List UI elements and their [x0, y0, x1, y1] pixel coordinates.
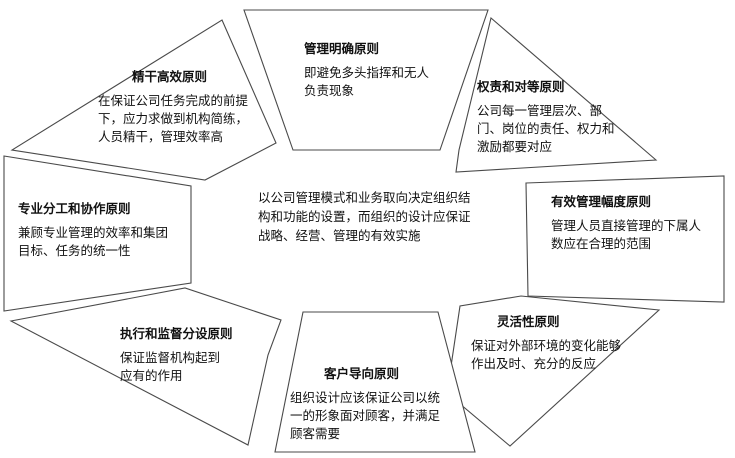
- principle-desc: 即避免多头指挥和无人负责现象: [304, 65, 430, 98]
- principle-title: 灵活性原则: [497, 314, 560, 329]
- principle-title: 管理明确原则: [304, 41, 380, 56]
- principle-clear: 管理明确原则 即避免多头指挥和无人负责现象: [304, 40, 454, 100]
- segment-division: [3, 155, 192, 312]
- principle-desc: 兼顾专业管理的效率和集团目标、任务的统一性: [18, 225, 169, 258]
- segment-span: [525, 175, 725, 303]
- segment-efficient: [10, 19, 277, 181]
- principle-desc: 组织设计应该保证公司以统一的形象面对顾客，并满足顾客需要: [290, 390, 441, 441]
- principle-supervise: 执行和监督分设原则 保证监督机构起到应有的作用: [120, 325, 250, 385]
- principle-efficient: 精干高效原则 在保证公司任务完成的前提下，应力求做到机构简练，人员精干，管理效率…: [98, 68, 254, 146]
- principle-desc: 在保证公司任务完成的前提下，应力求做到机构简练，人员精干，管理效率高: [98, 93, 249, 144]
- principle-span: 有效管理幅度原则 管理人员直接管理的下属人数应在合理的范围: [551, 193, 703, 253]
- principle-title: 客户导向原则: [324, 366, 400, 381]
- principle-title: 执行和监督分设原则: [120, 326, 233, 341]
- segment-clear: [243, 9, 489, 151]
- principle-desc: 保证对外部环境的变化能够作出及时、充分的反应: [471, 338, 622, 371]
- principle-customer: 客户导向原则 组织设计应该保证公司以统一的形象面对顾客，并满足顾客需要: [290, 365, 442, 443]
- principle-division: 专业分工和协作原则 兼顾专业管理的效率和集团目标、任务的统一性: [18, 200, 173, 260]
- principle-title: 权责和对等原则: [477, 79, 565, 94]
- principle-title: 专业分工和协作原则: [18, 201, 131, 216]
- segment-flexible: [446, 295, 661, 447]
- principle-desc: 保证监督机构起到应有的作用: [120, 350, 221, 383]
- center-description: 以公司管理模式和业务取向决定组织结构和功能的设置，而组织的设计应保证战略、经营、…: [258, 190, 471, 243]
- segment-supervise: [9, 287, 282, 446]
- principle-desc: 公司每一管理层次、部门、岗位的责任、权力和激励都要对应: [477, 103, 615, 154]
- principle-title: 精干高效原则: [132, 69, 208, 84]
- segment-customer: [274, 311, 476, 453]
- principle-title: 有效管理幅度原则: [551, 194, 652, 209]
- principle-desc: 管理人员直接管理的下属人数应在合理的范围: [551, 218, 702, 251]
- principle-flexible: 灵活性原则 保证对外部环境的变化能够作出及时、充分的反应: [471, 313, 623, 373]
- principle-balance: 权责和对等原则 公司每一管理层次、部门、岗位的责任、权力和激励都要对应: [477, 78, 617, 156]
- segment-balance: [455, 16, 658, 173]
